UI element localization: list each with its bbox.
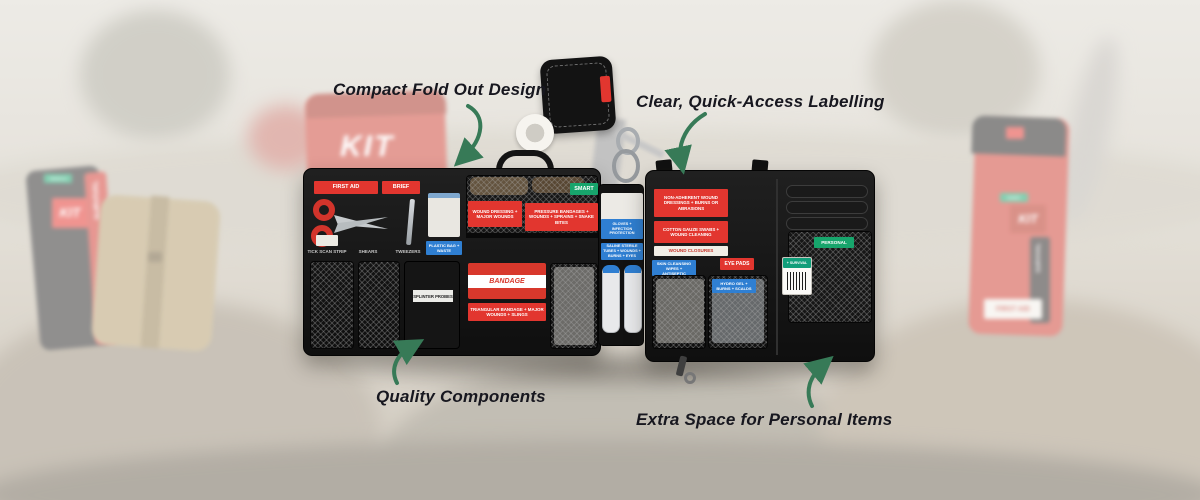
right-bag-small-tag: [1006, 127, 1024, 139]
label-cotton-gauze: COTTON GAUZE SWABS + WOUND CLEANING: [654, 221, 728, 243]
mesh-pocket: [358, 261, 400, 349]
kit-handle: [496, 150, 554, 170]
caption-tweezers: TWEEZERS: [395, 249, 421, 254]
label-brand-card: + SURVIVAL: [783, 258, 811, 268]
elastic-band: [466, 233, 598, 238]
label-hydro-gel: HYDRO GEL + BURNS + SCALDS: [712, 279, 756, 293]
label-saline: SALINE STERILE TUBES + WOUNDS + BURNS + …: [601, 243, 643, 260]
kit-right-half: NON-ADHERENT WOUND DRESSINGS + BURNS OR …: [645, 170, 875, 362]
label-smart: SMART: [570, 183, 598, 195]
arrow-quality: [392, 339, 425, 385]
right-bag-tag: HANDY: [1000, 193, 1028, 202]
white-packet-item: [428, 193, 460, 237]
tree-blob-left: [80, 10, 230, 140]
left-bag-kit-logo: KIT: [52, 198, 88, 228]
annotation-extra-space: Extra Space for Personal Items: [636, 410, 893, 429]
panel-stitch-divider: [776, 179, 778, 355]
saline-tube-item: [602, 265, 620, 333]
barcode: [787, 272, 807, 290]
gloves-box-item: GLOVES + INFECTION PROTECTION: [601, 193, 643, 239]
label-first-aid: FIRST AID: [314, 181, 378, 194]
right-handy-kit-bag: HANDY KIT SURVIVAL FIRST AID: [960, 105, 1095, 345]
kit-left-half: FIRST AID BRIEF TICK SCAN STRIP SHEARS T…: [303, 168, 601, 356]
label-eye-pads: EYE PADS: [720, 258, 754, 270]
card-slot: [786, 201, 868, 214]
label-pressure-bandages: PRESSURE BANDAGES + WOUNDS + SPRAINS + S…: [525, 203, 598, 231]
back-red-kit-bag: KIT: [296, 84, 466, 196]
saline-tube-item: [624, 265, 642, 333]
tan-bag: [90, 190, 235, 355]
left-vehicle-kit-bag: VEHICLE KIT SURVIVAL FIRST + AID: [25, 160, 178, 365]
label-wound-closures: WOUND CLOSURES: [654, 246, 728, 256]
fabric-pocket: SPLINTER PROBES: [404, 261, 460, 349]
caption-shears: SHEARS: [358, 249, 378, 254]
mesh-pocket: [652, 275, 706, 349]
annotation-compact-fold-out: Compact Fold Out Design: [333, 80, 547, 99]
bandage-packet-item: BANDAGE: [468, 263, 546, 299]
mesh-pocket: [310, 261, 354, 349]
label-bandage: BANDAGE: [468, 275, 546, 288]
label-personal: PERSONAL: [814, 237, 854, 248]
annotation-quick-access-labelling: Clear, Quick-Access Labelling: [636, 92, 885, 111]
label-non-adherent: NON-ADHERENT WOUND DRESSINGS + BURNS OR …: [654, 189, 728, 217]
label-triangular-bandage: TRIANGULAR BANDAGE + MAJOR WOUNDS + SLIN…: [468, 303, 546, 321]
right-bag-kit-logo: KIT: [1010, 205, 1046, 233]
arrow-labelling: [664, 112, 707, 175]
tape-roll: [516, 114, 554, 152]
label-gloves: GLOVES + INFECTION PROTECTION: [601, 219, 643, 239]
annotation-quality-components: Quality Components: [376, 387, 546, 406]
left-bag-tag: VEHICLE: [44, 174, 72, 183]
brand-card-item: + SURVIVAL: [782, 257, 812, 295]
zipper-pull-ring: [684, 372, 696, 384]
label-cleansing-wipes: SKIN CLEANSING WIPES + ANTISEPTIC: [652, 260, 696, 276]
card-slot: [786, 185, 868, 198]
arrow-compact: [453, 104, 484, 167]
label-splinter-probes: SPLINTER PROBES: [413, 290, 453, 302]
back-bag-kit-logo: KIT: [340, 130, 395, 163]
label-wound-dressing: WOUND DRESSING + MAJOR WOUNDS: [468, 201, 522, 227]
label-brief: BRIEF: [382, 181, 420, 194]
carabiner-icon: [612, 127, 640, 183]
tick-strip-item: [316, 235, 338, 246]
right-bag-firstaid-text: FIRST AID: [984, 299, 1042, 319]
label-plastic-bag: PLASTIC BAG + WASTE: [426, 241, 462, 255]
tan-bag-buckle: [148, 252, 162, 262]
card-slot: [786, 217, 868, 230]
kit-center-column: GLOVES + INFECTION PROTECTION SALINE STE…: [598, 184, 644, 346]
caption-tick-strip: TICK SCAN STRIP: [307, 249, 347, 254]
arrow-extra: [803, 355, 834, 408]
mesh-pocket: [550, 263, 598, 349]
